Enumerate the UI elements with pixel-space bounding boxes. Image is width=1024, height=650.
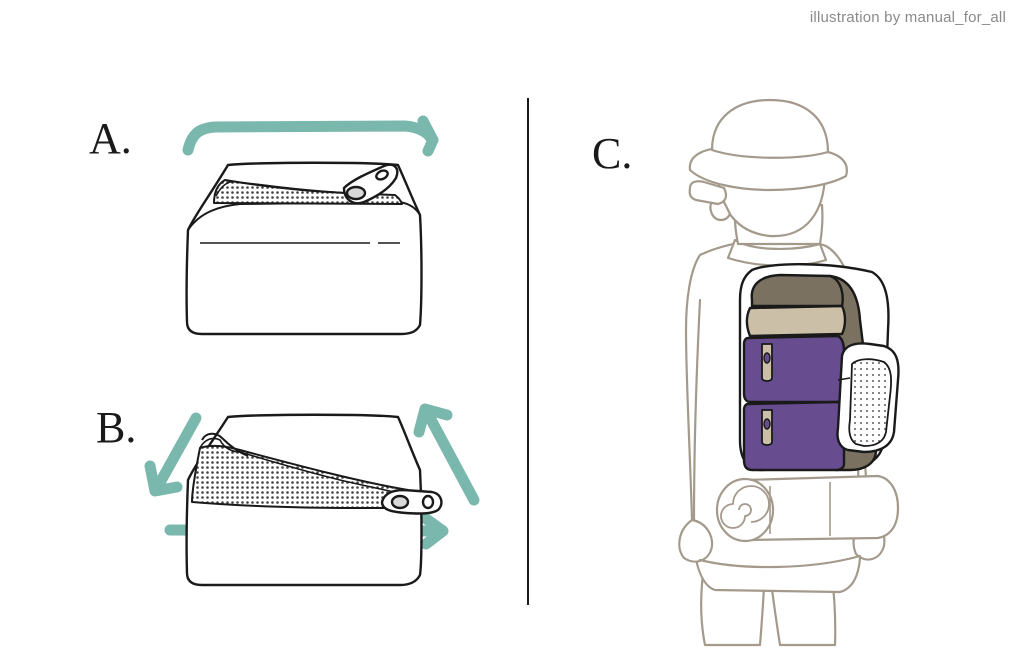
- panel-label-b: B.: [96, 403, 137, 452]
- pouch-a: [185, 161, 423, 336]
- panel-a-illustration: [182, 115, 439, 336]
- arrow-a-icon: [182, 115, 439, 157]
- panel-label-a: A.: [89, 114, 132, 163]
- pouch-b: [185, 413, 443, 587]
- panel-label-c: C.: [592, 129, 633, 178]
- arrow-b-left-icon: [144, 412, 202, 497]
- illustration-credit: illustration by manual_for_all: [809, 9, 1006, 26]
- panel-b-illustration: [144, 403, 480, 587]
- backpack: [738, 263, 900, 472]
- panel-c-illustration: [678, 98, 900, 647]
- sleeping-roll: [715, 474, 900, 543]
- arrow-b-right-icon: [413, 403, 480, 506]
